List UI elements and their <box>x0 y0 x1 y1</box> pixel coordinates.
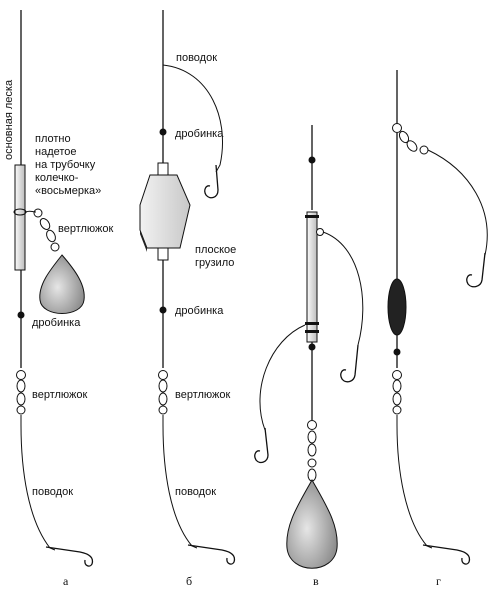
label-ring-note-3: на трубочку <box>35 159 96 171</box>
shot-a <box>17 311 25 319</box>
swivel-g-top <box>392 123 429 155</box>
panel-a <box>13 10 94 567</box>
sinker-v <box>286 478 338 569</box>
label-swivel-a1: вертлюжок <box>58 223 114 235</box>
shot-g <box>393 348 401 356</box>
dark-float <box>387 278 407 336</box>
label-shot-b1: дробинка <box>175 128 224 140</box>
panel-label-g: г <box>436 574 441 588</box>
panel-label-b: б <box>186 574 192 588</box>
label-shot-b2: дробинка <box>175 305 224 317</box>
swivel-g <box>392 370 402 415</box>
panel-label-v: в <box>313 574 319 588</box>
label-swivel-a2: вертлюжок <box>32 389 88 401</box>
label-leader-b1: поводок <box>176 52 217 64</box>
shot-v1 <box>308 156 316 164</box>
label-leader-a: поводок <box>32 486 73 498</box>
label-swivel-b: вертлюжок <box>175 389 231 401</box>
panel-v <box>254 125 364 569</box>
label-flat-sinker-1: плоское <box>195 244 236 256</box>
tube <box>14 164 26 271</box>
shot-b2 <box>159 306 167 314</box>
label-flat-sinker-2: грузило <box>195 257 234 269</box>
panel-label-a: а <box>63 574 69 588</box>
label-main-line: основная леска <box>3 79 15 160</box>
swivel-b <box>158 370 168 415</box>
label-leader-b2: поводок <box>175 486 216 498</box>
swivel-a <box>16 370 26 415</box>
label-ring-note-2: надетое <box>35 146 77 158</box>
panel-b <box>139 10 236 565</box>
swivel-side <box>39 218 60 252</box>
sinker-a <box>39 254 85 314</box>
shot-b1 <box>159 128 167 136</box>
label-ring-note-1: плотно <box>35 133 71 145</box>
label-shot-a: дробинка <box>32 317 81 329</box>
label-ring-note-5: «восьмерка» <box>35 185 101 197</box>
panel-g <box>387 70 488 565</box>
flat-sinker <box>139 174 191 249</box>
label-ring-note-4: колечко- <box>35 172 79 184</box>
swivel-v <box>307 420 317 482</box>
